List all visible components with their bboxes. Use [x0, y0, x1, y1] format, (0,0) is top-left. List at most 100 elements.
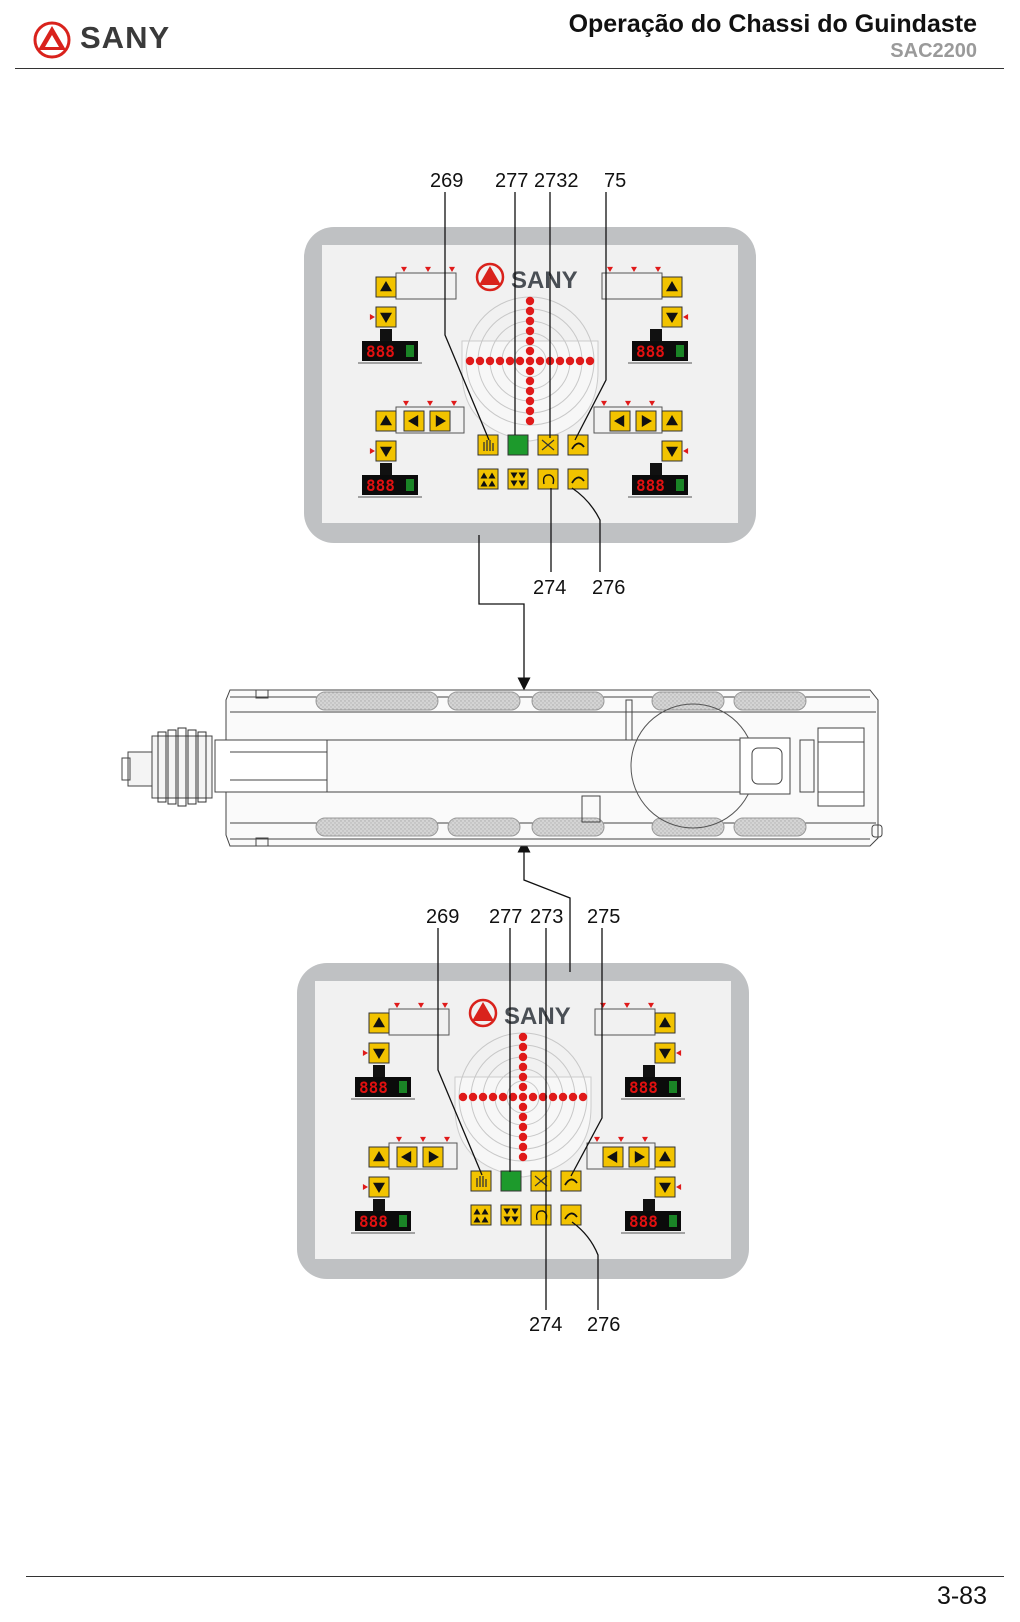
retract-icon: [510, 480, 518, 487]
digital-display: [355, 1211, 411, 1231]
indicator-arrow-icon: [607, 266, 613, 272]
digital-display: [625, 1211, 681, 1231]
triangle-down-icon: [666, 312, 678, 323]
level-lamp: [518, 1042, 528, 1052]
rotate-left-icon: [542, 474, 555, 485]
retract-icon: [511, 1216, 519, 1223]
triangle-down-icon: [659, 1048, 671, 1059]
display-unit-indicator: [399, 1081, 407, 1093]
level-lamp: [525, 296, 535, 306]
triangle-up-icon: [666, 415, 678, 426]
level-lamp: [485, 356, 495, 366]
level-lamp: [578, 1092, 588, 1102]
indicator-arrow-icon: [394, 1002, 400, 1008]
indicator-arrow-icon: [601, 400, 607, 406]
level-lamp: [575, 356, 585, 366]
indicator-arrow-icon: [403, 400, 409, 406]
level-lamp: [465, 356, 475, 366]
level-lamp: [538, 1092, 548, 1102]
indicator-arrow-icon: [676, 1184, 682, 1190]
callout-75: 75: [604, 170, 626, 192]
display-unit-indicator: [676, 479, 684, 491]
triangle-up-icon: [373, 1151, 385, 1162]
green-indicator: [500, 1170, 522, 1192]
connector-arrow-bottom: [517, 839, 571, 972]
rotate-right-button-2: [560, 1204, 582, 1226]
digital-display: [355, 1077, 411, 1097]
level-lamp: [498, 1092, 508, 1102]
indicator-arrow-icon: [655, 266, 661, 272]
display-mount: [373, 1199, 385, 1213]
level-lamp: [515, 356, 525, 366]
display-unit-indicator: [676, 345, 684, 357]
display-unit-indicator: [669, 1215, 677, 1227]
level-lamp: [555, 356, 565, 366]
rotate-right-button: [567, 434, 589, 456]
extend-icon: [473, 1216, 481, 1223]
extend-icon: [488, 480, 496, 487]
triangle-down-icon: [373, 1182, 385, 1193]
rotate-right-icon: [564, 1178, 578, 1186]
logo-mark: [472, 1002, 494, 1021]
level-lamp: [468, 1092, 478, 1102]
leader-lines-top: [444, 192, 607, 572]
retract-all-button: [507, 468, 529, 490]
triangle-right-icon: [641, 415, 652, 427]
display-segments: 888: [629, 1212, 658, 1231]
callout-277-b: 277: [489, 906, 522, 928]
digital-display: [625, 1077, 681, 1097]
level-lamp: [505, 356, 515, 366]
level-lamp: [518, 1052, 528, 1062]
rotate-right-button: [560, 1170, 582, 1192]
indicator-arrow-icon: [594, 1136, 600, 1142]
indicator-arrow-icon: [625, 400, 631, 406]
triangle-up-icon: [659, 1151, 671, 1162]
level-lamp: [548, 1092, 558, 1102]
retract-icon: [518, 480, 526, 487]
triangle-down-icon: [666, 446, 678, 457]
level-lamp: [528, 1092, 538, 1102]
crossed-icon: [541, 439, 555, 451]
level-lamp: [525, 316, 535, 326]
display-mount: [650, 463, 662, 477]
triangle-up-icon: [380, 281, 392, 292]
logo-ring: [475, 262, 505, 292]
retract-icon: [518, 472, 526, 479]
display-mount: [643, 1199, 655, 1213]
level-lamp: [525, 396, 535, 406]
level-lamp: [525, 416, 535, 426]
level-lamp: [518, 1142, 528, 1152]
triangle-left-icon: [607, 1151, 618, 1163]
digital-display: [632, 341, 688, 361]
level-lamp: [525, 306, 535, 316]
level-lamp: [525, 336, 535, 346]
level-lamp: [508, 1092, 518, 1102]
callout-273-b: 273: [530, 906, 563, 928]
triangle-down-icon: [373, 1048, 385, 1059]
footer-divider: [26, 1576, 1004, 1577]
indicator-arrow-icon: [420, 1136, 426, 1142]
level-lamp: [525, 366, 535, 376]
triangle-up-icon: [380, 415, 392, 426]
rotate-right-icon: [571, 442, 585, 450]
extend-icon: [481, 1216, 489, 1223]
page-title: Operação do Chassi do Guindaste: [568, 10, 977, 38]
panel-brand: SANY: [504, 1003, 571, 1030]
hand-icon: [476, 1176, 487, 1187]
rotate-right-icon: [564, 1212, 578, 1220]
indicator-arrow-icon: [618, 1136, 624, 1142]
display-mount: [380, 329, 392, 343]
level-indicator: [461, 296, 599, 442]
indicator-arrow-icon: [449, 266, 455, 272]
display-unit-indicator: [399, 1215, 407, 1227]
indicator-arrow-icon: [683, 314, 689, 320]
level-indicator: [454, 1032, 592, 1178]
triangle-up-icon: [373, 1017, 385, 1028]
level-lamp: [585, 356, 595, 366]
triangle-down-icon: [380, 446, 392, 457]
triangle-right-icon: [435, 415, 446, 427]
triangle-right-icon: [428, 1151, 439, 1163]
indicator-arrow-icon: [369, 314, 375, 320]
level-lamp: [565, 356, 575, 366]
